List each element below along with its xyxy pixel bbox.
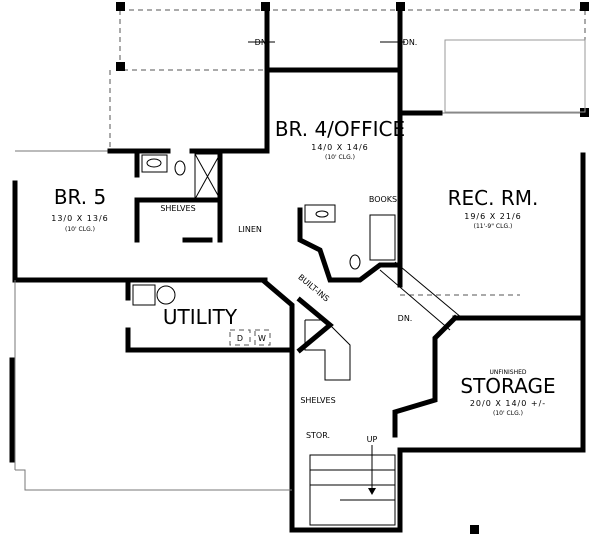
dn-stair-label: DN. bbox=[398, 314, 413, 323]
storage-name: STORAGE bbox=[460, 374, 555, 398]
shelves-hall-label: SHELVES bbox=[300, 396, 335, 405]
room-br4-office: BR. 4/OFFICE 14/0 X 14/6 (10' CLG.) bbox=[275, 117, 405, 161]
walls bbox=[9, 5, 586, 533]
br5-ceiling: (10' CLG.) bbox=[65, 226, 95, 233]
fixtures bbox=[132, 153, 479, 534]
room-rec-rm: REC. RM. 19/6 X 21/6 (11'-9" CLG.) bbox=[448, 186, 539, 230]
books-label: BOOKS bbox=[369, 195, 397, 204]
br4-name: BR. 4/OFFICE bbox=[275, 117, 405, 141]
room-storage: UNFINISHED STORAGE 20/0 X 14/0 +/- (10' … bbox=[460, 369, 555, 417]
br5-name: BR. 5 bbox=[54, 185, 106, 209]
rec-name: REC. RM. bbox=[448, 186, 539, 210]
dryer-label: D bbox=[237, 334, 243, 343]
room-utility: UTILITY bbox=[163, 305, 238, 329]
storage-ceiling: (10' CLG.) bbox=[493, 410, 523, 417]
br4-ceiling: (10' CLG.) bbox=[325, 154, 355, 161]
rec-size: 19/6 X 21/6 bbox=[464, 212, 522, 221]
dn-left-label: DN. bbox=[255, 38, 270, 47]
utility-name: UTILITY bbox=[163, 305, 238, 329]
washer-label: W bbox=[258, 334, 266, 343]
room-br5: BR. 5 13/0 X 13/6 (10' CLG.) bbox=[51, 185, 109, 233]
rec-ceiling: (11'-9" CLG.) bbox=[474, 223, 513, 230]
porch-stairs: DN. DN. bbox=[248, 38, 417, 47]
storage-qualifier: UNFINISHED bbox=[489, 369, 526, 376]
storage-size: 20/0 X 14/0 +/- bbox=[470, 399, 546, 408]
dn-right-label: DN. bbox=[403, 38, 418, 47]
up-label: UP bbox=[367, 435, 378, 444]
br5-size: 13/0 X 13/6 bbox=[51, 214, 109, 223]
stor-label: STOR. bbox=[306, 431, 330, 440]
br4-size: 14/0 X 14/6 bbox=[311, 143, 369, 152]
linen-label: LINEN bbox=[238, 225, 262, 234]
shelves-bath-label: SHELVES bbox=[160, 204, 195, 213]
